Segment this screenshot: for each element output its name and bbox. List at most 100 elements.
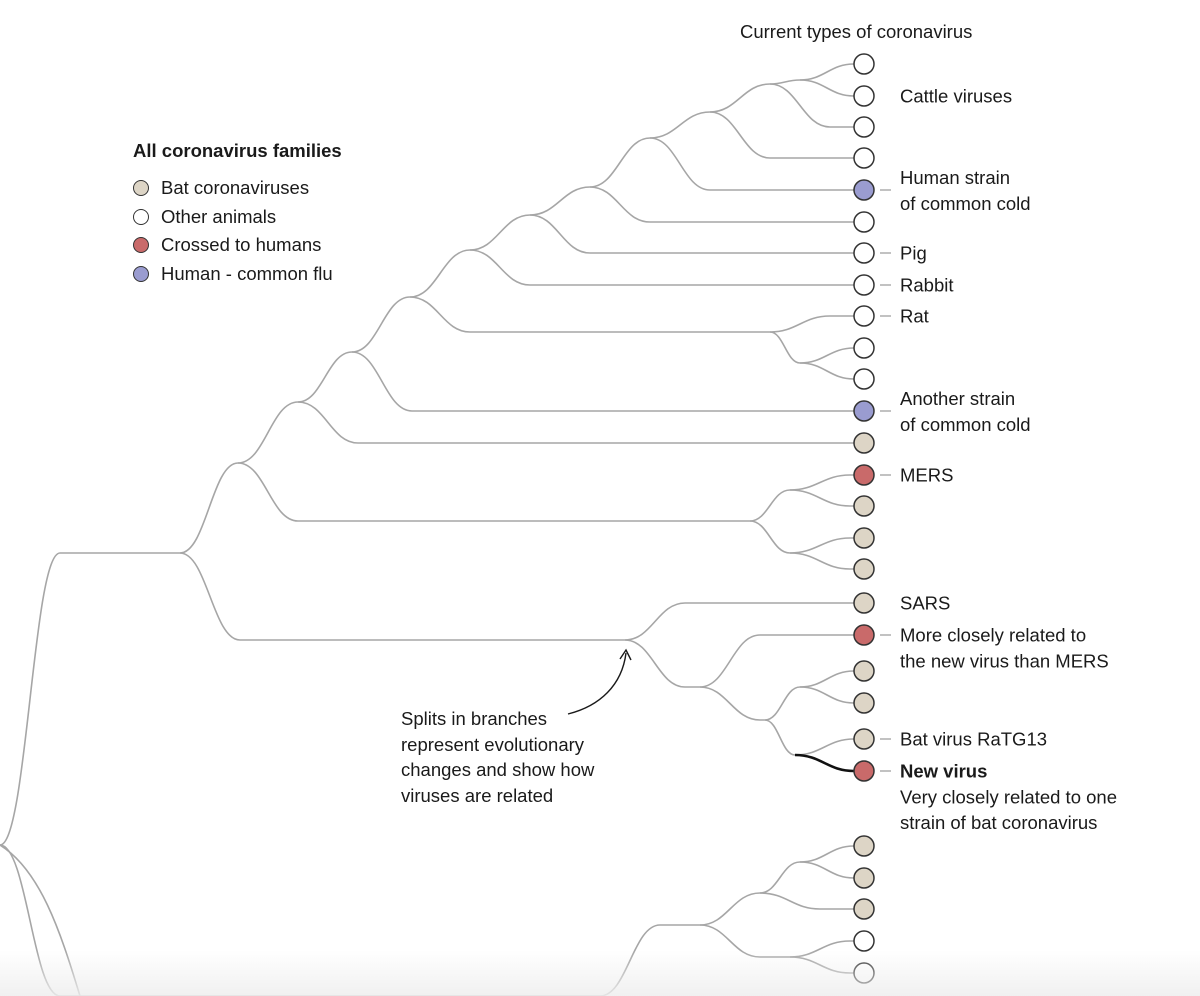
leaf-branch xyxy=(649,137,854,191)
column-heading: Current types of coronavirus xyxy=(740,21,973,42)
legend-label: Other animals xyxy=(161,205,277,227)
tree-branch xyxy=(297,351,353,403)
tree-branch xyxy=(529,186,591,216)
legend-item-crossed: Crossed to humans xyxy=(133,231,342,260)
legend: All coronavirus families Bat coronavirus… xyxy=(133,140,342,288)
leaf-branch xyxy=(789,489,854,507)
leaf-branch xyxy=(297,401,854,444)
leaf-node xyxy=(853,179,875,201)
tree-branch xyxy=(769,79,801,85)
annotation-line: represent evolutionary xyxy=(401,733,585,755)
legend-swatch-crossed xyxy=(133,237,149,254)
leaf-label: Pig xyxy=(900,243,927,264)
leaf-branch xyxy=(799,670,855,688)
leaf-node xyxy=(853,85,875,107)
legend-item-bat: Bat coronaviruses xyxy=(133,174,342,203)
leaf-node xyxy=(853,274,875,296)
leaf-nodes xyxy=(853,53,875,984)
label-ticks xyxy=(880,189,891,772)
leaf-branch xyxy=(789,537,854,554)
annotation-line: viruses are related xyxy=(401,784,554,806)
leaf-node xyxy=(853,527,875,549)
tree-branch xyxy=(624,639,700,688)
leaf-label: of common cold xyxy=(900,414,1031,435)
leaf-node xyxy=(853,760,875,782)
tree-branch xyxy=(699,892,761,926)
leaf-branch xyxy=(799,362,855,380)
legend-label: Human - common flu xyxy=(161,263,333,285)
tree-branch xyxy=(699,686,765,721)
leaf-label: Another strain xyxy=(900,388,1015,409)
leaf-node xyxy=(853,930,875,952)
leaf-node xyxy=(853,147,875,169)
leaf-branch xyxy=(789,474,854,491)
leaf-branch xyxy=(624,602,854,641)
tree-branch xyxy=(759,861,801,894)
annotation-line: Splits in branches xyxy=(401,708,548,729)
leaf-node xyxy=(853,728,875,750)
leaf-branch xyxy=(709,111,854,159)
leaf-branch xyxy=(769,315,854,333)
tree-branch xyxy=(409,296,770,333)
tree-branch xyxy=(0,844,81,996)
annotation-arrow xyxy=(567,652,627,715)
leaf-label: Very closely related to one xyxy=(900,786,1117,807)
tree-branch xyxy=(749,520,791,554)
leaf-label: strain of bat coronavirus xyxy=(900,812,1097,833)
leaf-label: Human strain xyxy=(900,167,1010,188)
leaf-node xyxy=(853,305,875,327)
leaf-branch xyxy=(799,845,855,863)
leaf-node xyxy=(853,867,875,889)
legend-swatch-human xyxy=(133,266,149,283)
new-virus-label: New virus xyxy=(900,761,987,782)
tree-branch xyxy=(589,137,651,188)
leaf-label: the new virus than MERS xyxy=(900,650,1109,671)
leaf-node xyxy=(853,898,875,920)
tree-branch xyxy=(649,111,711,139)
leaf-branch xyxy=(794,738,855,756)
leaf-branch xyxy=(799,861,855,879)
leaf-label: Rabbit xyxy=(900,275,953,296)
annotation-note: Splits in branches represent evolutionar… xyxy=(401,706,594,808)
leaf-label: SARS xyxy=(900,593,950,614)
leaf-node xyxy=(853,624,875,646)
legend-label: Crossed to humans xyxy=(161,234,322,256)
legend-label: Bat coronaviruses xyxy=(161,177,310,199)
tree-branch xyxy=(0,844,600,996)
leaf-branch xyxy=(799,63,855,81)
tree-branch xyxy=(179,552,625,641)
leaf-label: Rat xyxy=(900,306,929,327)
leaf-node xyxy=(853,368,875,390)
tree-branch xyxy=(351,296,411,353)
leaf-node xyxy=(853,592,875,614)
leaf-branch xyxy=(589,186,854,223)
leaf-node xyxy=(853,660,875,682)
leaf-label: MERS xyxy=(900,465,953,486)
leaf-branch xyxy=(799,79,855,97)
leaf-node xyxy=(853,962,875,984)
leaf-branch xyxy=(351,351,854,412)
leaf-label: Bat virus RaTG13 xyxy=(900,729,1047,750)
leaf-branch xyxy=(799,686,855,704)
tree-branch xyxy=(469,214,531,251)
leaf-node xyxy=(853,464,875,486)
tree-branch xyxy=(749,489,791,522)
tree-branch xyxy=(764,719,796,756)
tree-branch xyxy=(237,401,299,464)
leaf-node xyxy=(853,495,875,517)
tree-branch xyxy=(599,924,700,996)
legend-item-other-animals: Other animals xyxy=(133,203,342,232)
legend-item-human: Human - common flu xyxy=(133,260,342,289)
leaf-branch xyxy=(469,249,854,286)
tree-branch xyxy=(769,331,801,364)
leaf-branch xyxy=(789,940,854,958)
leaf-label: Cattle viruses xyxy=(900,86,1012,107)
leaf-branch xyxy=(759,892,854,910)
leaf-branch xyxy=(789,552,854,570)
leaf-node xyxy=(853,116,875,138)
legend-title: All coronavirus families xyxy=(133,140,342,161)
annotation-arrowhead xyxy=(619,648,632,661)
leaf-node xyxy=(853,558,875,580)
tree-branch xyxy=(764,686,801,721)
